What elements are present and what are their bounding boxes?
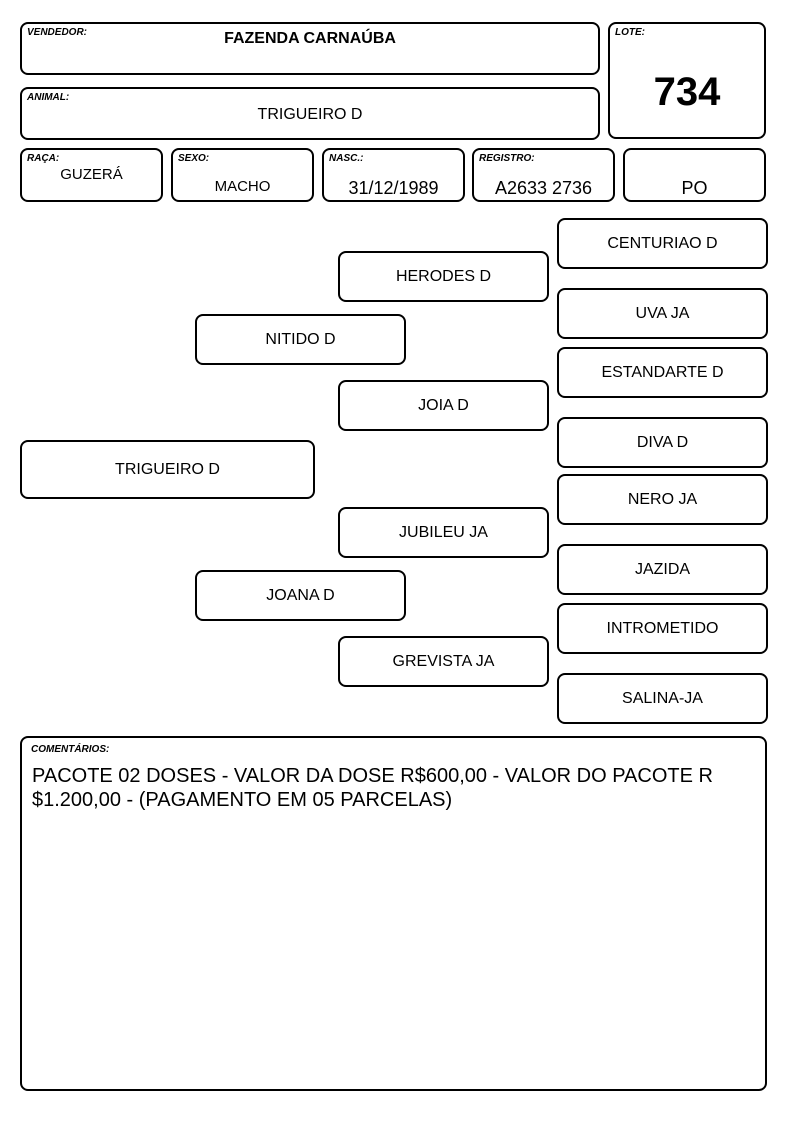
registro-label: REGISTRO:	[479, 153, 535, 164]
registro-box: REGISTRO: A2633 2736	[472, 148, 615, 202]
pedigree-sds: ESTANDARTE D	[557, 347, 768, 398]
lote-label: LOTE:	[615, 27, 645, 38]
raca-value: GUZERÁ	[60, 166, 123, 183]
vendedor-value: FAZENDA CARNAÚBA	[224, 30, 396, 47]
vendedor-label: VENDEDOR:	[27, 27, 88, 38]
vendedor-box: VENDEDOR: FAZENDA CARNAÚBA	[20, 22, 600, 75]
comments-text: PACOTE 02 DOSES - VALOR DA DOSE R$600,00…	[32, 765, 713, 811]
nasc-box: NASC.: 31/12/1989	[322, 148, 465, 202]
pedigree-sire: NITIDO D	[195, 314, 406, 365]
pedigree-dsd: JAZIDA	[557, 544, 768, 595]
categoria-box: PO	[623, 148, 766, 202]
pedigree-dds: INTROMETIDO	[557, 603, 768, 654]
pedigree-sire-dam: JOIA D	[338, 380, 549, 431]
pedigree-dam: JOANA D	[195, 570, 406, 621]
pedigree-sdd: DIVA D	[557, 417, 768, 468]
comments-box: COMENTÁRIOS: PACOTE 02 DOSES - VALOR DA …	[20, 736, 767, 1091]
pedigree-dam-sire: JUBILEU JA	[338, 507, 549, 558]
categoria-value: PO	[681, 178, 708, 198]
pedigree-ssd: UVA JA	[557, 288, 768, 339]
nasc-label: NASC.:	[329, 153, 364, 164]
raca-box: RAÇA: GUZERÁ	[20, 148, 163, 202]
pedigree-sire-sire: HERODES D	[338, 251, 549, 302]
animal-value: TRIGUEIRO D	[257, 106, 363, 123]
lote-box: LOTE: 734	[608, 22, 766, 139]
sexo-box: SEXO: MACHO	[171, 148, 314, 202]
animal-box: ANIMAL: TRIGUEIRO D	[20, 87, 600, 140]
nasc-value: 31/12/1989	[348, 178, 439, 198]
comments-label: COMENTÁRIOS:	[31, 744, 110, 755]
raca-label: RAÇA:	[27, 153, 60, 164]
pedigree-ddd: SALINA-JA	[557, 673, 768, 724]
animal-label: ANIMAL:	[27, 92, 70, 103]
registro-value: A2633 2736	[494, 178, 593, 198]
pedigree-dam-dam: GREVISTA JA	[338, 636, 549, 687]
lote-value: 734	[653, 70, 721, 114]
pedigree-animal: TRIGUEIRO D	[20, 440, 315, 499]
pedigree-sss: CENTURIAO D	[557, 218, 768, 269]
sexo-label: SEXO:	[178, 153, 210, 164]
sexo-value: MACHO	[214, 178, 271, 195]
pedigree-dss: NERO JA	[557, 474, 768, 525]
